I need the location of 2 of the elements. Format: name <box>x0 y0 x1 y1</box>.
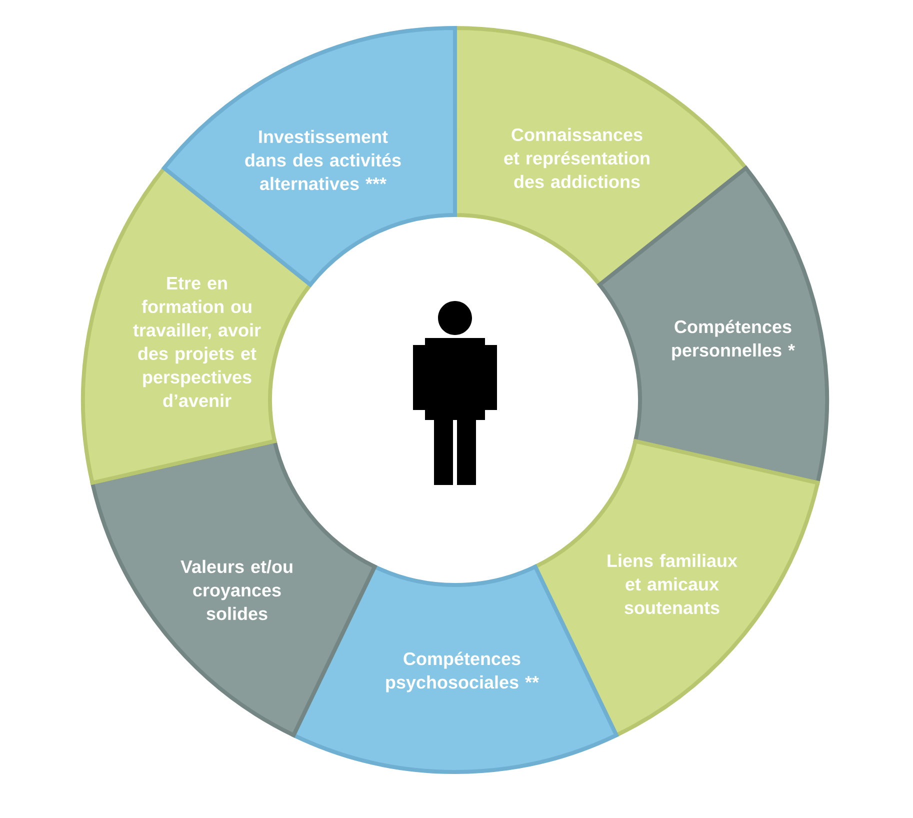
ring-segment: Valeurs et/ou croyances solides <box>90 439 377 738</box>
ring-segment: Connaissances et représentation des addictions <box>453 26 748 287</box>
